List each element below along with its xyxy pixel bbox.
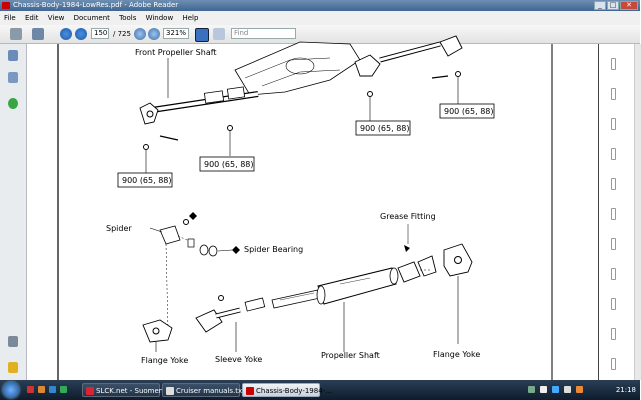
flange-yoke-left-label: Flange Yoke — [141, 356, 188, 365]
torque-box-3 — [355, 120, 411, 136]
print-icon[interactable] — [10, 28, 22, 40]
pages-icon[interactable] — [8, 50, 18, 61]
taskbar-item-active[interactable]: Chassis-Body-1984-... — [242, 383, 332, 397]
thumbnail-marker[interactable] — [611, 238, 616, 250]
thumbnail-marker[interactable] — [611, 298, 616, 310]
zoom-level-select[interactable]: 321% — [163, 28, 189, 39]
torque-box-1 — [117, 172, 173, 188]
taskbar-item[interactable]: Cruiser manuals.txt — [162, 383, 245, 397]
thumbnail-marker[interactable] — [611, 208, 616, 220]
title-bar: Chassis-Body-1984-LowRes.pdf - Adobe Rea… — [0, 0, 640, 11]
comment-bubble-icon[interactable] — [8, 362, 18, 373]
comments-icon[interactable] — [8, 98, 18, 109]
quicklaunch-icon[interactable] — [38, 386, 45, 393]
propeller-shaft-exploded-drawing — [142, 212, 473, 352]
window-controls: _ □ ✕ — [594, 1, 638, 10]
menu-window[interactable]: Window — [145, 14, 174, 22]
menu-bar: File Edit View Document Tools Window Hel… — [0, 11, 640, 26]
torque-box-2 — [199, 156, 255, 172]
previous-page-icon[interactable] — [60, 28, 72, 40]
page-total: / 725 — [113, 30, 131, 38]
thumbnail-marker[interactable] — [611, 58, 616, 70]
toolbar: 150 / 725 321% Find — [0, 25, 640, 44]
page-number-input[interactable]: 150 — [91, 28, 109, 39]
grease-fitting-label: Grease Fitting — [380, 212, 436, 221]
sleeve-yoke-label: Sleeve Yoke — [215, 355, 262, 364]
torque-label-1: 900 (65, 88) — [122, 176, 172, 185]
thumbnail-marker[interactable] — [611, 358, 616, 370]
propeller-shaft-label: Propeller Shaft — [321, 351, 380, 360]
fit-page-icon[interactable] — [195, 28, 209, 42]
thumbnail-sidebar — [598, 44, 641, 380]
start-button[interactable] — [3, 382, 19, 398]
volume-icon[interactable] — [564, 386, 571, 393]
quicklaunch-icon[interactable] — [49, 386, 56, 393]
paperclip-icon[interactable] — [8, 336, 18, 347]
front-propeller-shaft-drawing — [139, 35, 463, 173]
zoom-in-icon[interactable] — [148, 28, 160, 40]
tray-icon[interactable] — [540, 386, 547, 393]
adobe-reader-icon — [246, 387, 254, 395]
menu-document[interactable]: Document — [73, 14, 110, 22]
taskbar: SLCK.net - Suomen ... Cruiser manuals.tx… — [0, 380, 640, 400]
notepad-icon — [166, 387, 174, 395]
tray-icon[interactable] — [576, 386, 583, 393]
quicklaunch-icon[interactable] — [27, 386, 34, 393]
clock[interactable]: 21:18 — [615, 386, 636, 394]
menu-view[interactable]: View — [47, 14, 65, 22]
taskbar-item[interactable]: SLCK.net - Suomen ... — [82, 383, 172, 397]
thumbnail-marker[interactable] — [611, 88, 616, 100]
document-page[interactable]: Front Propeller Shaft 900 (65, 88) 900 (… — [27, 35, 598, 380]
navigation-panel — [0, 44, 27, 380]
thumbnail-marker[interactable] — [611, 178, 616, 190]
close-button[interactable]: ✕ — [620, 1, 638, 10]
taskbar-item-label: Cruiser manuals.txt — [176, 387, 245, 395]
window-title: Chassis-Body-1984-LowRes.pdf - Adobe Rea… — [13, 1, 179, 9]
flange-yoke-right-label: Flange Yoke — [433, 350, 480, 359]
maximize-button[interactable]: □ — [607, 1, 619, 10]
torque-box-4 — [439, 103, 495, 119]
menu-help[interactable]: Help — [182, 14, 199, 22]
thumbnail-marker[interactable] — [611, 328, 616, 340]
next-page-icon[interactable] — [75, 28, 87, 40]
thumbnail-marker[interactable] — [611, 268, 616, 280]
spider-bearing-label: Spider Bearing — [244, 245, 303, 254]
menu-tools[interactable]: Tools — [119, 14, 137, 22]
front-propeller-shaft-label: Front Propeller Shaft — [135, 48, 217, 57]
attachments-icon[interactable] — [8, 72, 18, 83]
email-icon[interactable] — [32, 28, 44, 40]
menu-edit[interactable]: Edit — [24, 14, 39, 22]
vertical-scrollbar[interactable] — [634, 44, 641, 380]
browser-icon — [86, 387, 94, 395]
minimize-button[interactable]: _ — [594, 1, 606, 10]
spider-label: Spider — [106, 224, 132, 233]
zoom-out-icon[interactable] — [134, 28, 146, 40]
taskbar-item-label: SLCK.net - Suomen ... — [96, 387, 173, 395]
thumbnail-marker[interactable] — [611, 148, 616, 160]
torque-label-4: 900 (65, 88) — [444, 107, 494, 116]
torque-label-2: 900 (65, 88) — [204, 160, 254, 169]
torque-label-3: 900 (65, 88) — [360, 124, 410, 133]
find-input[interactable]: Find — [231, 28, 296, 39]
network-icon[interactable] — [552, 386, 559, 393]
taskbar-item-label: Chassis-Body-1984-... — [256, 387, 332, 395]
fit-width-icon[interactable] — [213, 28, 225, 40]
adobe-reader-icon — [2, 2, 10, 9]
thumbnail-marker[interactable] — [611, 118, 616, 130]
quicklaunch-icon[interactable] — [60, 386, 67, 393]
menu-file[interactable]: File — [4, 14, 16, 22]
tray-icon[interactable] — [528, 386, 535, 393]
